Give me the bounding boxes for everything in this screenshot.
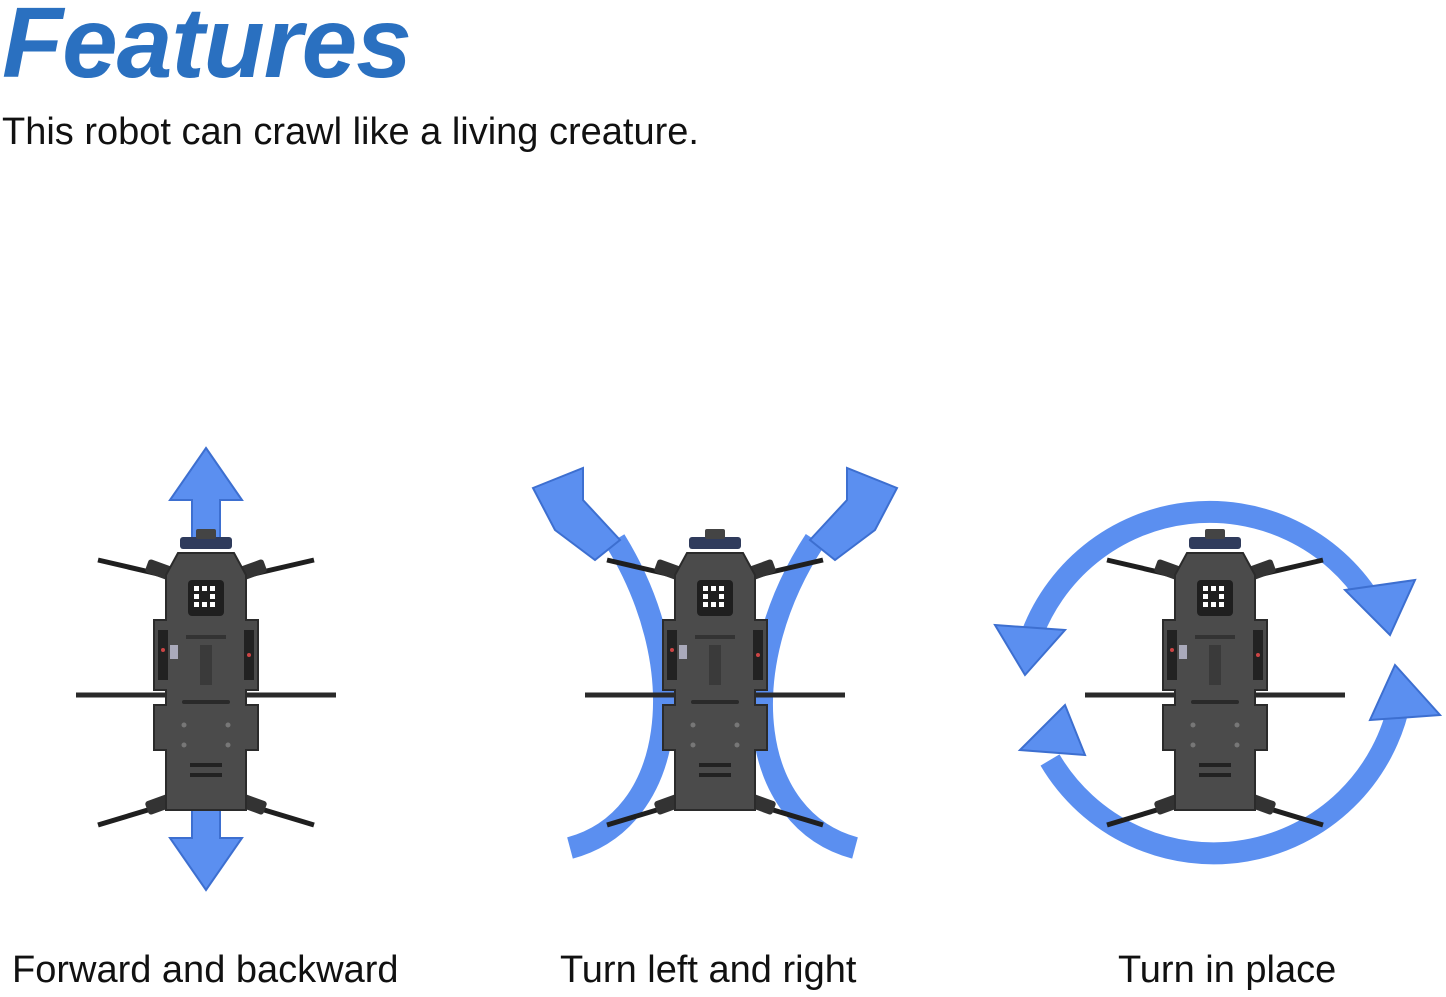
turn-left-right-arrows-icon bbox=[531, 466, 899, 859]
left-arrowhead bbox=[531, 466, 622, 562]
left-arrowhead bbox=[993, 623, 1068, 677]
page-title: Features bbox=[2, 0, 412, 99]
turn-in-place-panel bbox=[985, 430, 1446, 910]
turn-left-right-panel bbox=[525, 430, 915, 910]
robot-image bbox=[76, 529, 336, 825]
right-arrowhead bbox=[1368, 663, 1443, 722]
top-rotate-arrow bbox=[1019, 500, 1380, 644]
bottom-arrowhead bbox=[1017, 703, 1087, 757]
forward-backward-panel bbox=[60, 430, 360, 910]
rotate-in-place-arrows-icon bbox=[993, 500, 1443, 865]
caption-turn-left-right: Turn left and right bbox=[560, 949, 857, 991]
top-arrowhead bbox=[1342, 578, 1417, 637]
left-curve-arrow bbox=[566, 534, 675, 859]
forward-backward-arrows-icon bbox=[60, 446, 360, 892]
bottom-rotate-arrow bbox=[1040, 697, 1411, 865]
caption-forward-backward: Forward and backward bbox=[12, 949, 399, 991]
up-arrow bbox=[168, 446, 244, 539]
right-arrowhead bbox=[808, 466, 899, 562]
page-subtitle: This robot can crawl like a living creat… bbox=[2, 111, 699, 153]
robot-image bbox=[1085, 529, 1345, 825]
caption-turn-in-place: Turn in place bbox=[1118, 949, 1337, 991]
